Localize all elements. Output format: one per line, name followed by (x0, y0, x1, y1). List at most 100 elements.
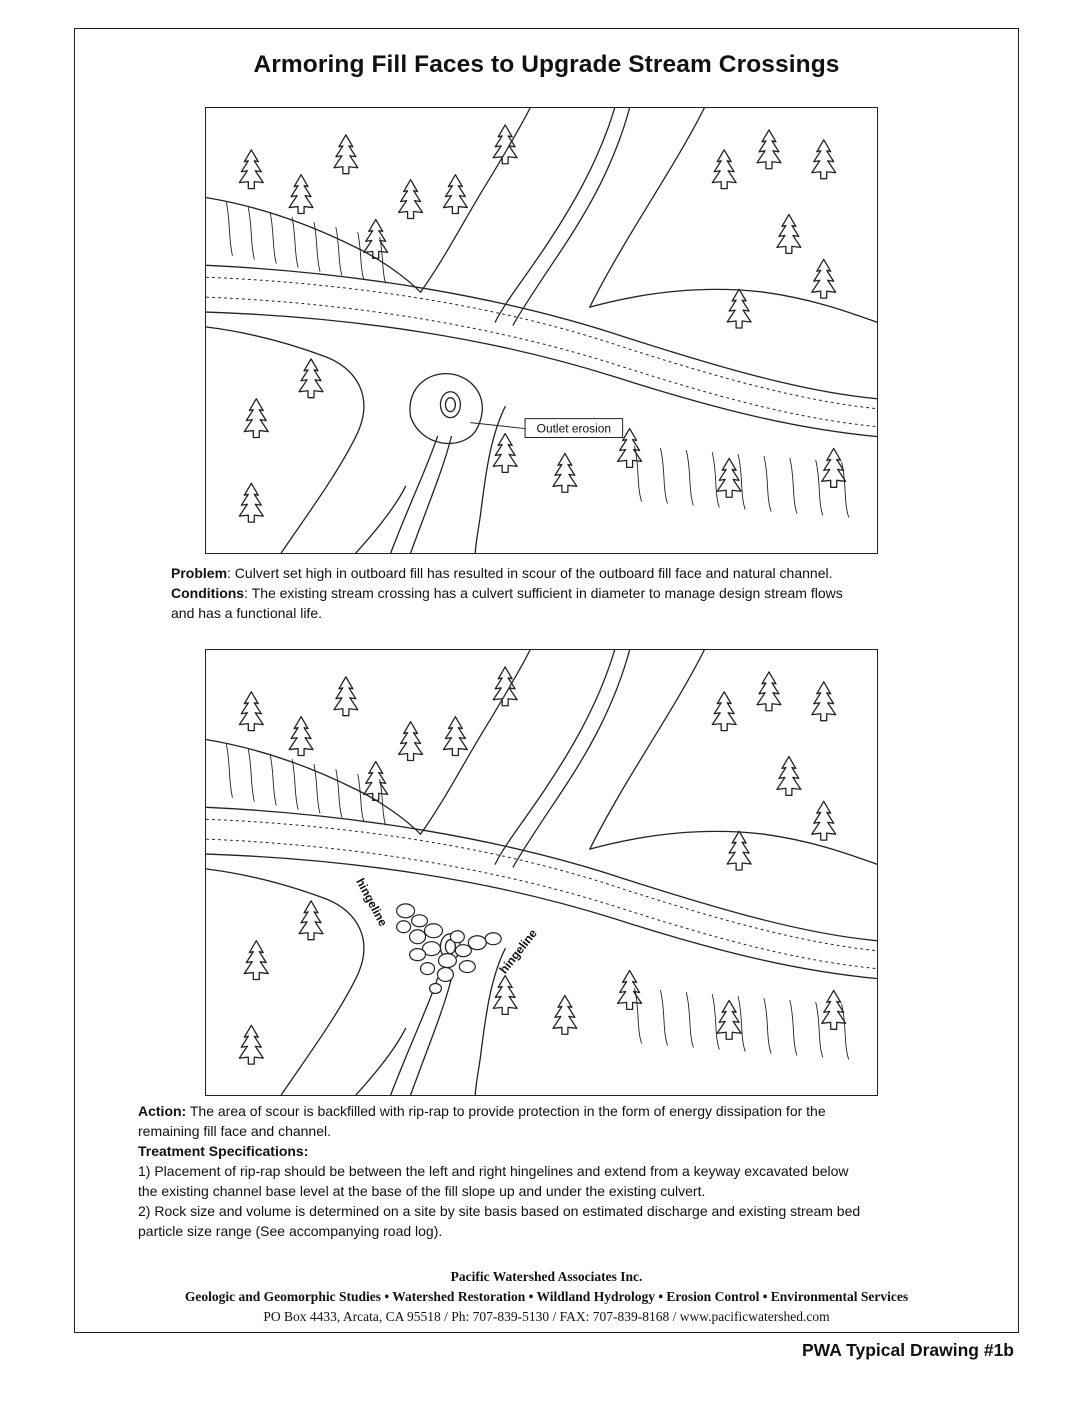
slope-hatch (711, 452, 720, 508)
stream-line (494, 650, 616, 865)
drawing-number: PWA Typical Drawing #1b (802, 1340, 1014, 1360)
problem-label: Problem (171, 565, 228, 581)
tree-icon (363, 760, 389, 801)
tree-icon (711, 149, 737, 190)
tree-icon (726, 288, 752, 329)
action-text: The area of scour is backfilled with rip… (186, 1103, 826, 1119)
tree-icon (298, 900, 324, 941)
fill-slope-edge (206, 868, 365, 1095)
riprap-rocks (396, 903, 502, 995)
riprap-rock (467, 935, 487, 951)
treatment-line: particle size range (See accompanying ro… (138, 1223, 443, 1239)
riprap-rock (408, 948, 427, 962)
riprap-rock (449, 930, 465, 944)
callout-label: Outlet erosion (537, 422, 611, 436)
road-edge (206, 311, 877, 438)
channel-bank-left (355, 485, 407, 553)
scour-pool (409, 373, 483, 445)
channel-bank-right (589, 108, 705, 308)
road-texture (206, 276, 877, 410)
riprap-rock (484, 932, 502, 946)
riprap-rock (421, 941, 442, 957)
slope-hatch (737, 453, 746, 510)
tree-icon (492, 666, 518, 707)
slope-hatch (313, 222, 321, 272)
slope-hatch (269, 212, 277, 264)
stream-line (390, 977, 439, 1095)
tree-icon (442, 174, 468, 215)
riprap-rock (454, 944, 472, 958)
tree-icon (333, 676, 359, 717)
hillslope-edge (589, 288, 877, 323)
channel-bank-right (589, 650, 705, 850)
road-texture (206, 838, 877, 970)
riprap-rock (396, 903, 416, 919)
figure-existing-condition: Outlet erosion (205, 107, 878, 554)
treatment-line: the existing channel base level at the b… (138, 1183, 706, 1199)
tree-icon (397, 179, 424, 220)
tree-icon (492, 124, 518, 165)
riprap-rock (423, 923, 444, 939)
riprap-rock (436, 966, 454, 983)
problem-text: : Culvert set high in outboard fill has … (227, 565, 833, 581)
tree-icon (811, 800, 837, 841)
stream-line (512, 650, 631, 868)
fill-slope-edge (206, 326, 365, 553)
channel-bank-left (355, 1027, 407, 1095)
road-edge (206, 264, 877, 400)
slope-hatch (225, 202, 233, 256)
tree-icon (288, 716, 314, 757)
company-services: Geologic and Geomorphic Studies • Waters… (184, 1289, 909, 1304)
outlet-erosion-callout: Outlet erosion (470, 418, 624, 439)
slope-hatch (737, 995, 746, 1052)
riprap-rock (410, 914, 429, 928)
slope-hatch (357, 231, 365, 280)
hingeline-right-label: hingeline (496, 926, 540, 976)
slope-hatch (269, 754, 277, 806)
tree-icon (442, 716, 468, 757)
action-caption: Action: The area of scour is backfilled … (138, 1101, 1013, 1241)
stream-line (409, 977, 453, 1095)
slope-hatch (789, 457, 798, 514)
culvert-outlet (444, 397, 457, 413)
channel-bank-left (419, 108, 531, 293)
slope-hatch (335, 227, 343, 276)
stream-line (409, 435, 453, 553)
problem-caption: Problem: Culvert set high in outboard fi… (171, 563, 1011, 623)
slope-hatch (357, 773, 365, 822)
conditions-label: Conditions (171, 585, 245, 601)
road-edge (206, 806, 877, 942)
illustration-riprap-armor: hingeline hingeline (206, 650, 877, 1095)
tree-icon (716, 999, 742, 1040)
slope-hatch (763, 997, 772, 1054)
treatment-heading: Treatment Specifications: (138, 1143, 309, 1159)
slope-hatch (291, 217, 299, 268)
hillslope-edge (206, 738, 422, 835)
tree-icon (617, 969, 643, 1011)
stream-line (390, 435, 439, 553)
slope-hatch (335, 769, 343, 818)
slope-hatch (247, 749, 255, 802)
tree-icon (776, 213, 802, 254)
channel-bank-right (474, 406, 506, 553)
channel-bank-right (474, 948, 506, 1095)
hingeline-left-label: hingeline (353, 876, 390, 929)
road-texture (206, 818, 877, 952)
slope-hatch (291, 759, 299, 810)
tree-icon (821, 989, 847, 1030)
tree-icon (726, 830, 752, 871)
tree-icon (821, 447, 847, 488)
tree-icon (288, 174, 314, 215)
slope-hatch (841, 1003, 850, 1060)
illustration-outlet-erosion: Outlet erosion (206, 108, 877, 553)
tree-icon (716, 457, 742, 498)
action-label: Action: (138, 1103, 187, 1119)
slope-hatch (685, 450, 694, 506)
tree-icon (492, 974, 518, 1016)
tree-icon (238, 149, 264, 190)
slope-hatch (247, 207, 255, 260)
conditions-text-continued: and has a functional life. (171, 605, 322, 621)
slope-hatch (815, 1001, 824, 1058)
slope-hatch (634, 446, 642, 502)
tree-icon (811, 681, 837, 722)
